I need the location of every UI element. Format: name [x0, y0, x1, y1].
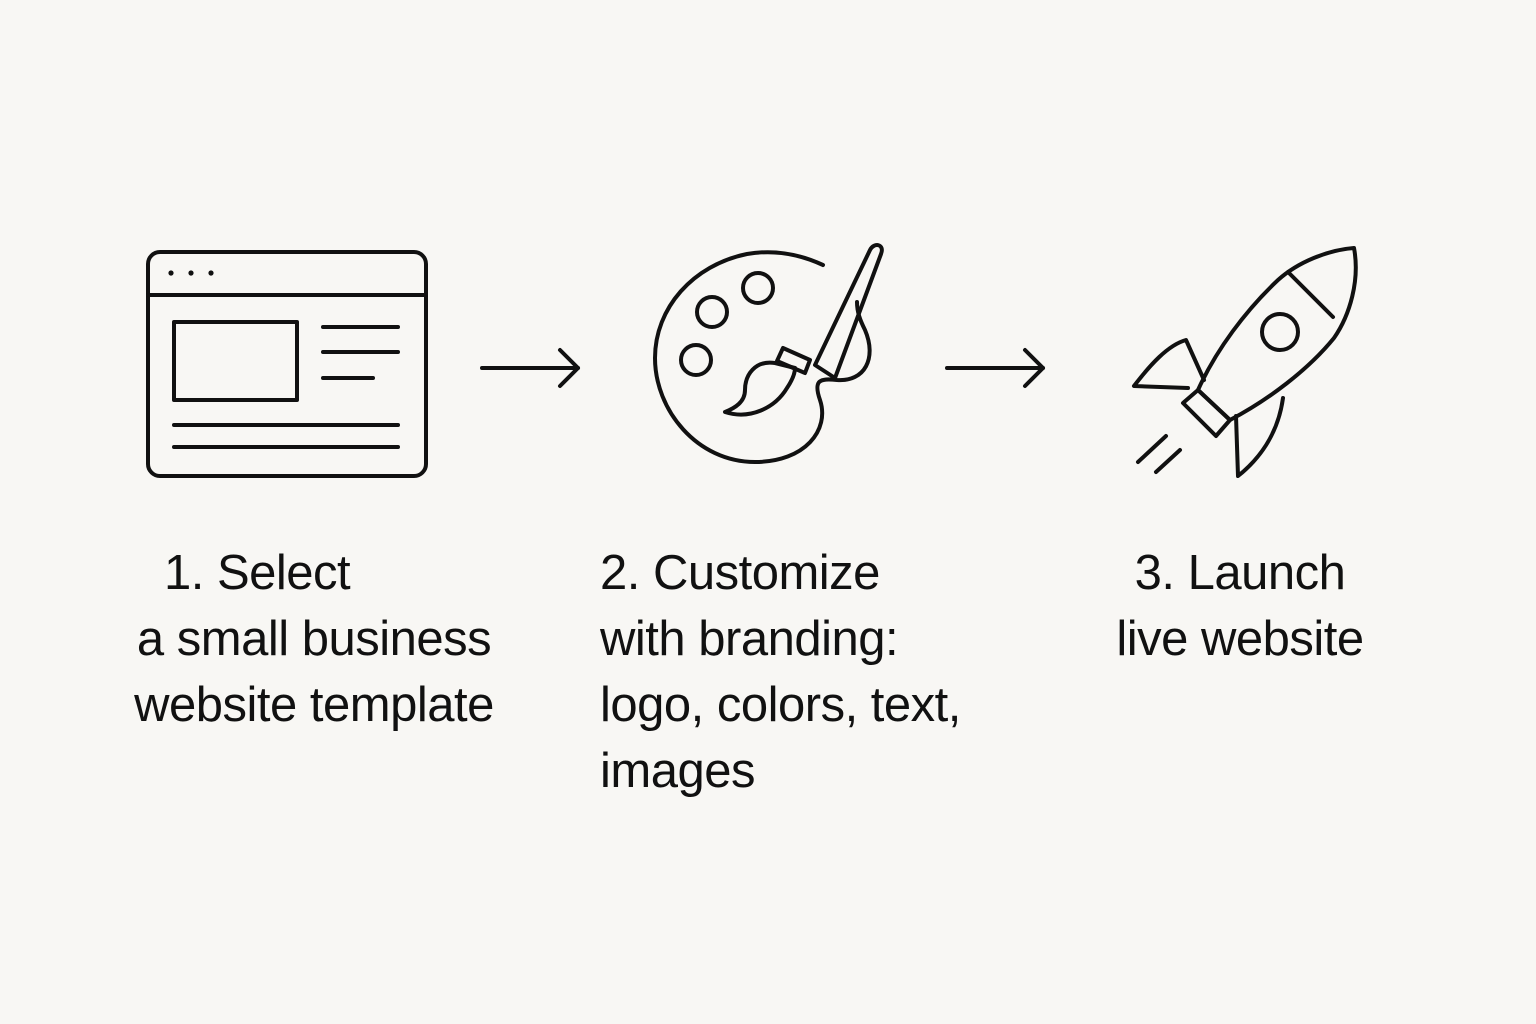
arrow-right-icon — [943, 346, 1053, 395]
step-1-caption: 1. Select a small business website templ… — [108, 540, 520, 738]
browser-window-icon — [140, 245, 440, 485]
rocket-icon — [1128, 240, 1368, 485]
step-2-line-3: logo, colors, text, — [600, 678, 961, 732]
step-3-caption: 3. Launch live website — [1090, 540, 1390, 672]
arrow-right-icon — [478, 346, 588, 395]
step-2-line-2: with branding: — [600, 612, 899, 666]
step-1-line-3: website template — [134, 678, 494, 732]
step-1-line-2: a small business — [136, 612, 492, 666]
step-2-title: 2. Customize — [600, 546, 880, 600]
step-2-caption: 2. Customize with branding: logo, colors… — [600, 540, 1020, 804]
palette-brush-icon — [645, 230, 895, 475]
step-2-line-4: images — [600, 744, 755, 798]
step-1-title: 1. Select — [164, 546, 351, 600]
step-3-line-2: live website — [1116, 612, 1364, 666]
step-3-title: 3. Launch — [1134, 546, 1346, 600]
